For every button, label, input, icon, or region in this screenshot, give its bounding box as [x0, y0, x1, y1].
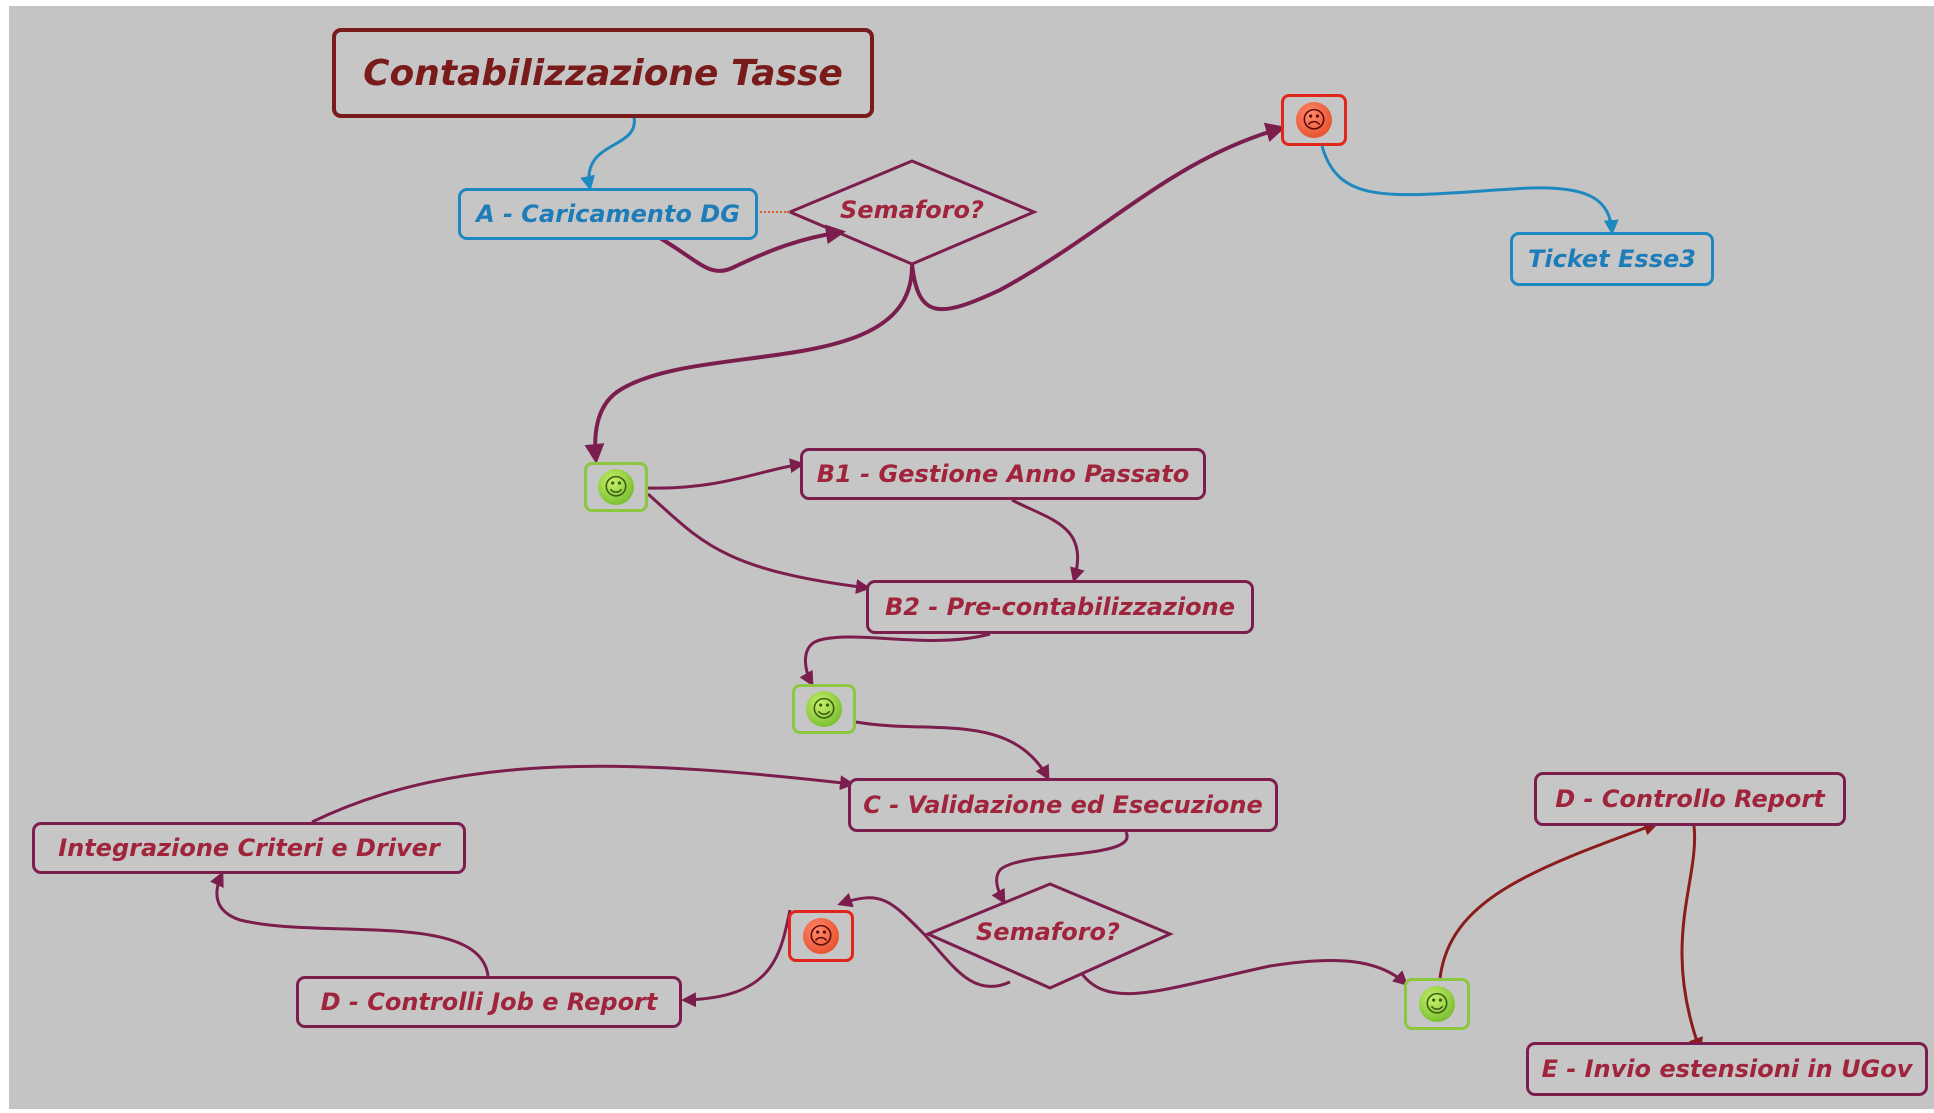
node-a-caricamento-label: A - Caricamento DG: [476, 200, 740, 228]
angry-face-icon: ☹: [803, 918, 839, 954]
node-ticket-esse3[interactable]: Ticket Esse3: [1510, 232, 1714, 286]
node-integrazione-label: Integrazione Criteri e Driver: [58, 834, 440, 862]
diagram-title-text: Contabilizzazione Tasse: [363, 52, 843, 94]
node-a-caricamento[interactable]: A - Caricamento DG: [458, 188, 758, 240]
smiley-icon: ☺: [1419, 986, 1455, 1022]
semaforo-1-label: Semaforo?: [840, 196, 984, 224]
node-b2-precontab-label: B2 - Pre-contabilizzazione: [884, 593, 1236, 621]
angry-face-icon: ☹: [1296, 102, 1332, 138]
node-e-invio-label: E - Invio estensioni in UGov: [1541, 1055, 1913, 1083]
diagram-canvas: [9, 6, 1934, 1109]
node-integrazione[interactable]: Integrazione Criteri e Driver: [32, 822, 466, 874]
node-b2-precontab[interactable]: B2 - Pre-contabilizzazione: [866, 580, 1254, 634]
node-e-invio[interactable]: E - Invio estensioni in UGov: [1526, 1042, 1928, 1096]
node-c-validazione-label: C - Validazione ed Esecuzione: [863, 791, 1263, 819]
smiley-icon: ☺: [806, 691, 842, 727]
node-c-validazione[interactable]: C - Validazione ed Esecuzione: [848, 778, 1278, 832]
node-d-controllo-report[interactable]: D - Controllo Report: [1534, 772, 1846, 826]
node-d-controllo-report-label: D - Controllo Report: [1555, 785, 1825, 813]
node-ticket-esse3-label: Ticket Esse3: [1528, 245, 1696, 273]
diagram-title: Contabilizzazione Tasse: [332, 28, 874, 118]
happy-state-3[interactable]: ☺: [1404, 978, 1470, 1030]
node-d-controlli-job[interactable]: D - Controlli Job e Report: [296, 976, 682, 1028]
angry-state-1[interactable]: ☹: [1281, 94, 1347, 146]
node-b1-gestione-label: B1 - Gestione Anno Passato: [816, 460, 1190, 488]
happy-state-1[interactable]: ☺: [584, 462, 648, 512]
semaforo-2-label: Semaforo?: [976, 918, 1120, 946]
angry-state-2[interactable]: ☹: [788, 910, 854, 962]
happy-state-2[interactable]: ☺: [792, 684, 856, 734]
node-b1-gestione[interactable]: B1 - Gestione Anno Passato: [800, 448, 1206, 500]
smiley-icon: ☺: [598, 469, 634, 505]
node-d-controlli-job-label: D - Controlli Job e Report: [320, 988, 658, 1016]
